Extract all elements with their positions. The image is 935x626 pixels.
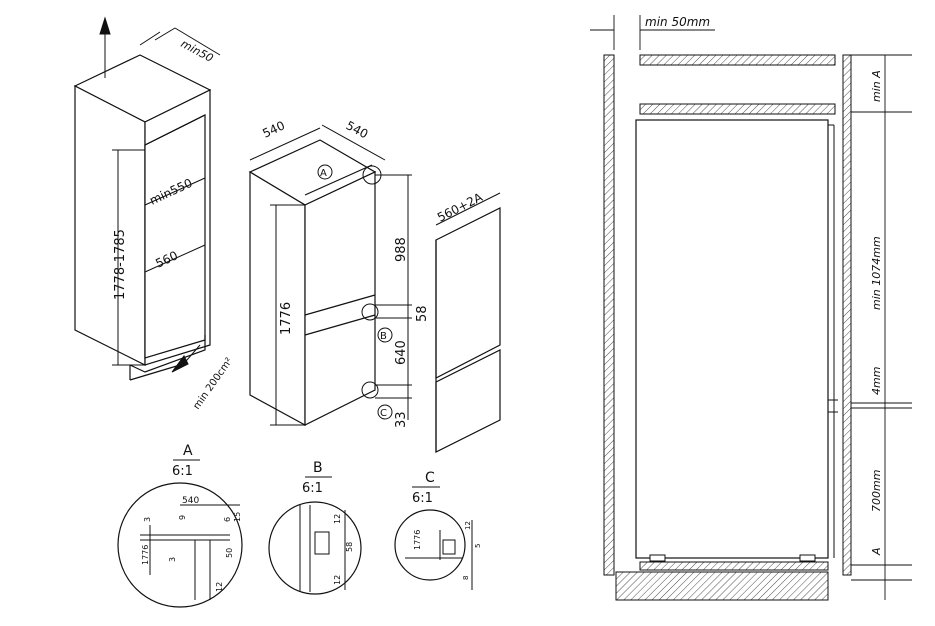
label-540-left: 540 — [260, 118, 287, 140]
detail-c-dim-8: 8 — [462, 576, 470, 580]
label-33: 33 — [394, 411, 409, 428]
label-988: 988 — [394, 237, 409, 262]
detail-b-dim-58: 58 — [345, 542, 354, 552]
detail-c-dim-12: 12 — [464, 521, 472, 530]
detail-a-dim-1776: 1776 — [141, 545, 150, 565]
detail-a-scale: 6:1 — [172, 464, 193, 479]
label-min-a: min A — [870, 70, 883, 102]
detail-a-dim-15: 15 — [233, 512, 242, 522]
detail-a-dim-9: 9 — [178, 515, 187, 520]
detail-b-dim-12-top: 12 — [333, 514, 342, 524]
label-a-bottom: A — [870, 547, 883, 556]
detail-a-dim-12: 12 — [215, 582, 224, 592]
label-640: 640 — [394, 340, 409, 365]
detail-a-dim-3-top: 3 — [143, 517, 152, 522]
detail-a-dim-6: 6 — [223, 517, 232, 522]
section-labels: min 50mm min A min 1074mm 4mm 700mm A — [645, 15, 883, 556]
detail-c-dim-1776: 1776 — [413, 530, 422, 550]
circle-label-a: A — [320, 168, 327, 179]
detail-b: B 6:1 12 58 12 — [268, 460, 362, 595]
detail-a: A 6:1 540 9 6 15 3 1776 3 50 12 — [117, 443, 243, 608]
label-540-right: 540 — [344, 118, 371, 141]
door-dimensions — [435, 192, 501, 226]
detail-c-title: C — [425, 470, 435, 486]
label-4mm: 4mm — [870, 367, 883, 395]
detail-b-title: B — [313, 460, 323, 476]
niche-drawing — [73, 54, 212, 381]
label-height-range: 1778-1785 — [113, 229, 128, 300]
detail-c: C 6:1 1776 12 5 8 — [394, 470, 482, 590]
detail-b-scale: 6:1 — [302, 481, 323, 496]
label-min-1074mm: min 1074mm — [870, 236, 883, 310]
label-700mm: 700mm — [870, 470, 883, 512]
appliance-drawing — [248, 139, 377, 427]
label-1776: 1776 — [279, 302, 294, 335]
section-dimensions — [590, 15, 912, 600]
detail-a-dim-50: 50 — [225, 548, 234, 558]
detail-a-dim-540: 540 — [182, 496, 199, 506]
appliance-dimensions — [249, 124, 412, 426]
label-58: 58 — [415, 305, 430, 322]
niche-dimensions — [99, 16, 221, 373]
label-min-50mm: min 50mm — [645, 15, 710, 29]
circle-label-b: B — [380, 331, 387, 342]
door-panels — [435, 207, 501, 453]
detail-a-title: A — [183, 443, 193, 459]
detail-c-dim-5: 5 — [474, 544, 482, 548]
detail-c-scale: 6:1 — [412, 491, 433, 506]
label-vent: min 200cm² — [191, 356, 235, 412]
detail-a-dim-3-bottom: 3 — [168, 557, 177, 562]
circle-label-c: C — [380, 408, 387, 419]
detail-b-dim-12-bottom: 12 — [333, 575, 342, 585]
section-view — [603, 54, 852, 601]
